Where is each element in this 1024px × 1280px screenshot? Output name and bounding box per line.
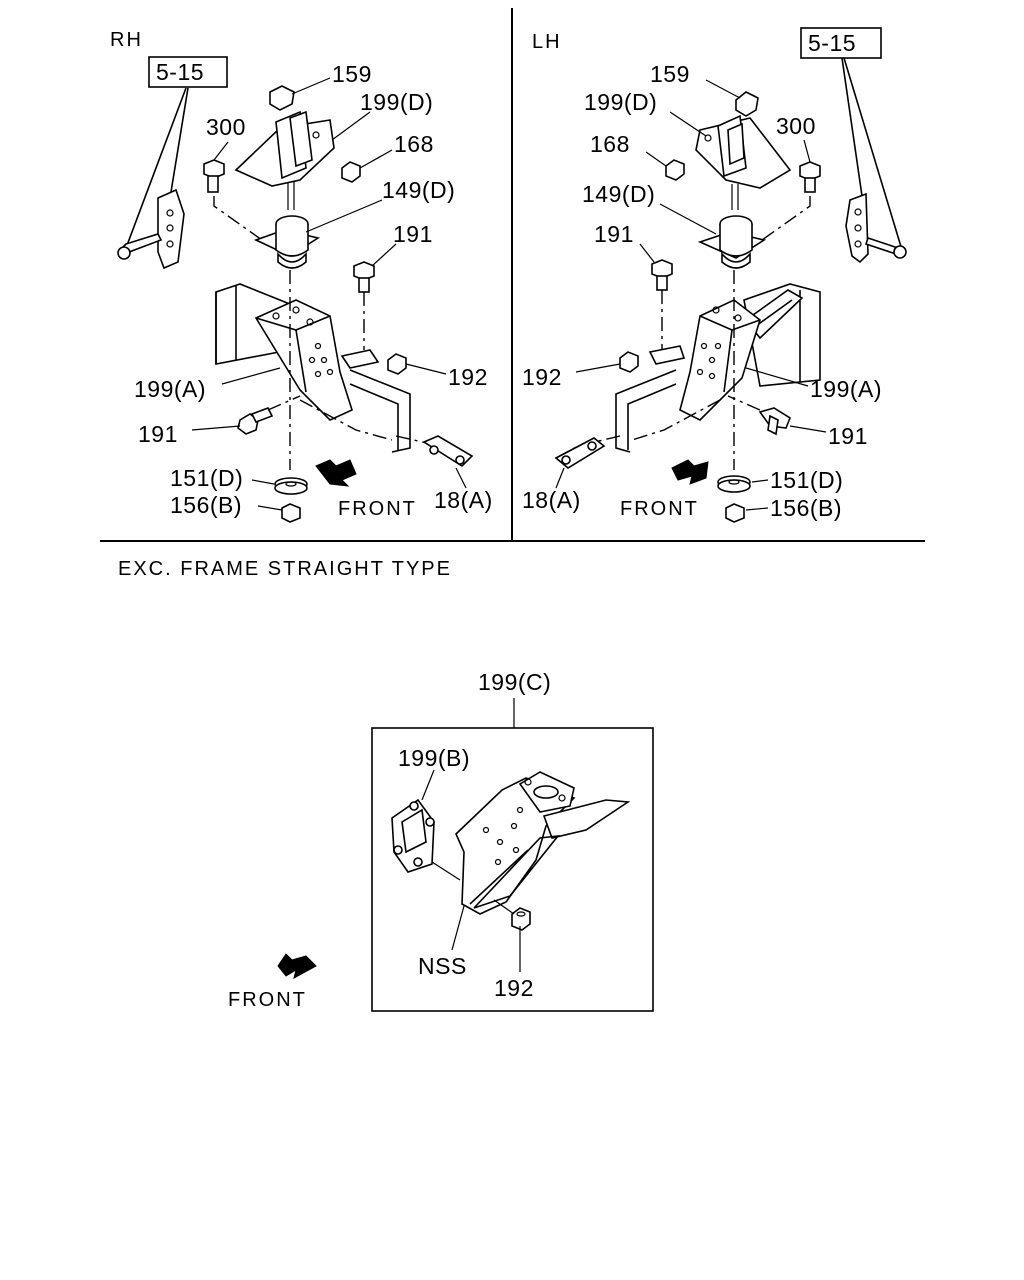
lh-engine-mount-149d	[697, 215, 767, 269]
rh-front-arrow-icon	[315, 459, 357, 487]
lh-callout-300: 300	[776, 113, 816, 139]
lh-callout-159: 159	[650, 61, 690, 87]
rh-ref-box-label: 5-15	[156, 59, 204, 85]
rh-part-192-nut	[387, 353, 407, 375]
rh-part-168-nut	[341, 161, 361, 183]
rh-callout-191-lower: 191	[138, 421, 178, 447]
lh-part-159-nut	[735, 91, 759, 117]
rh-side-bracket	[117, 188, 185, 270]
lh-callout-151d: 151(D)	[770, 467, 843, 493]
rh-part-300-bolt	[203, 159, 225, 193]
rh-callout-159: 159	[332, 61, 372, 87]
rh-callout-149d: 149(D)	[382, 177, 455, 203]
rh-callout-192: 192	[448, 364, 488, 390]
variant-callout-199c: 199(C)	[478, 669, 551, 695]
lh-part-156b-nut	[725, 503, 745, 523]
rh-part-151d-washer	[274, 477, 308, 495]
rh-cross-member	[299, 369, 461, 455]
variant-callout-nss: NSS	[418, 953, 467, 979]
rh-callout-168: 168	[394, 131, 434, 157]
lh-callout-191-upper: 191	[594, 221, 634, 247]
lh-part-18a-plate	[554, 437, 606, 469]
rh-panel: RH 5-15 159 199(D)	[110, 29, 493, 523]
lh-front-arrow-icon	[671, 459, 709, 485]
rh-callout-191-upper: 191	[393, 221, 433, 247]
rh-part-156b-nut	[281, 503, 301, 523]
lh-callout-199d: 199(D)	[584, 89, 657, 115]
rh-upper-bracket	[234, 110, 335, 210]
rh-ref-box	[148, 56, 228, 88]
variant-section: EXC. FRAME STRAIGHT TYPE 199(C) 199(B)	[118, 558, 654, 1012]
variant-part-199b-plate	[391, 798, 435, 873]
lh-callout-18a: 18(A)	[522, 487, 581, 513]
variant-callout-199b: 199(B)	[398, 745, 470, 771]
rh-callout-156b: 156(B)	[170, 492, 242, 518]
rh-part-159-nut	[269, 85, 295, 111]
rh-callout-18a: 18(A)	[434, 487, 493, 513]
lh-front-label: FRONT	[620, 498, 699, 520]
rh-part-191-upper-bolt	[353, 261, 375, 293]
rh-part-191-lower-bolt	[237, 406, 274, 435]
rh-callout-199a: 199(A)	[134, 376, 206, 402]
lh-callout-149d: 149(D)	[582, 181, 655, 207]
lh-side-bracket	[845, 192, 907, 264]
rh-callout-151d: 151(D)	[170, 465, 243, 491]
lh-part-191-lower-bolt	[758, 407, 791, 436]
variant-front-label: FRONT	[228, 989, 307, 1011]
lh-callout-168: 168	[590, 131, 630, 157]
lh-callout-156b: 156(B)	[770, 495, 842, 521]
lh-callout-192: 192	[522, 364, 562, 390]
variant-part-192-nut	[511, 907, 531, 931]
lh-part-191-upper-bolt	[651, 259, 673, 291]
lh-callout-191-lower: 191	[828, 423, 868, 449]
lh-part-151d-washer	[717, 475, 751, 493]
lh-upper-bracket	[695, 114, 792, 210]
lh-ref-box	[800, 27, 882, 59]
variant-callout-192: 192	[494, 975, 534, 1001]
rh-callout-199d: 199(D)	[360, 89, 433, 115]
lh-part-168-nut	[665, 159, 685, 181]
lh-side-label: LH	[532, 31, 562, 53]
lh-frame-bracket-199a	[648, 299, 761, 421]
rh-side-label: RH	[110, 29, 143, 51]
rh-callout-300: 300	[206, 114, 246, 140]
variant-detail-box	[371, 727, 654, 1012]
rh-frame-bracket-199a	[254, 299, 380, 421]
rh-front-label: FRONT	[338, 498, 417, 520]
lh-panel: LH 5-15 159 199(D)	[522, 27, 907, 523]
rh-engine-mount-149d	[253, 215, 321, 269]
lh-ref-box-label: 5-15	[808, 30, 856, 56]
lh-part-300-bolt	[799, 161, 821, 193]
variant-caption: EXC. FRAME STRAIGHT TYPE	[118, 558, 452, 580]
lh-callout-199a: 199(A)	[810, 376, 882, 402]
lh-part-192-nut	[619, 351, 639, 373]
variant-front-arrow-icon	[277, 953, 317, 979]
rh-part-18a-plate	[422, 435, 474, 468]
variant-frame-bracket	[455, 771, 631, 915]
